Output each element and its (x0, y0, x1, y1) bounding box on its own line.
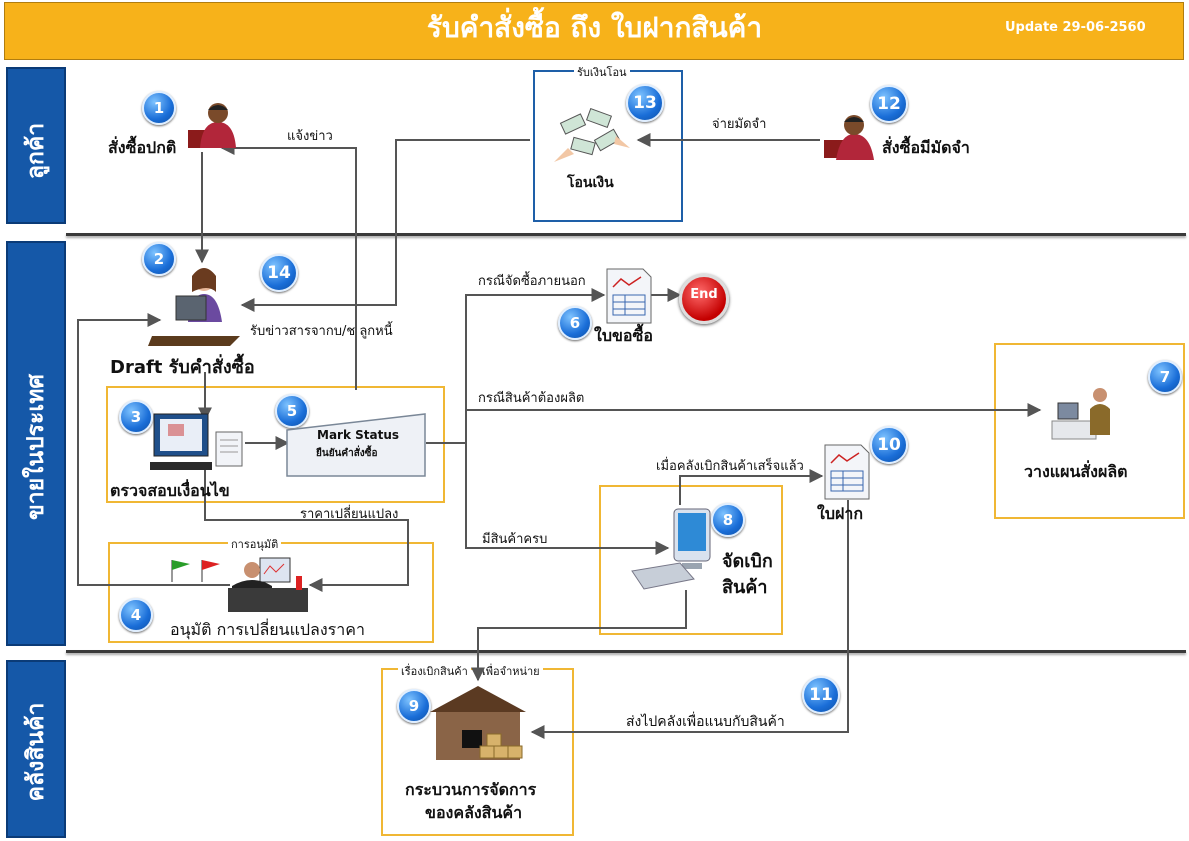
arrow-approval-to-draft (77, 313, 230, 586)
label-must-produce: กรณีสินค้าต้องผลิต (478, 391, 585, 406)
deposit-slip-document-icon (824, 444, 870, 500)
purchase-request-document-icon (606, 268, 652, 324)
step-label-1: สั่งซื้อปกติ (108, 138, 177, 157)
arrow-picking-to-slip (679, 469, 824, 505)
title-bar (4, 2, 1184, 60)
mark-status-box (286, 413, 426, 477)
money-transfer-icon (554, 108, 630, 162)
end-label: End (690, 287, 718, 302)
lane-separator-1 (66, 233, 1186, 236)
computer-icon (631, 508, 711, 590)
step-badge-6: 6 (558, 306, 592, 340)
warehouse-box-tag-left: เรื่องเบิกสินค้า (398, 662, 471, 680)
step-badge-8: 8 (711, 503, 745, 537)
production-box (994, 343, 1185, 519)
step-label-7: วางแผนสั่งผลิต (1024, 462, 1128, 481)
transfer-box-tag: รับเงินโอน (574, 63, 630, 81)
warehouse-box-tag-right: เพื่อจำหน่าย (479, 662, 543, 680)
step-badge-1: 1 (142, 91, 176, 125)
step-badge-11: 11 (802, 676, 840, 714)
step-badge-2: 2 (142, 242, 176, 276)
step-label-3: ตรวจสอบเงื่อนไข (110, 481, 230, 500)
lane-customer: ลูกค้า (6, 67, 66, 224)
warehouse-building-icon (430, 686, 526, 760)
label-pay-deposit: จ่ายมัดจำ (712, 117, 767, 132)
step-label-12: สั่งซื้อมีมัดจำ (882, 138, 970, 157)
call-center-agent-icon (148, 268, 240, 346)
step-badge-4: 4 (119, 598, 153, 632)
step-label-8-line1: จัดเบิก (722, 551, 773, 572)
label-complete-goods: มีสินค้าครบ (482, 532, 548, 547)
step-label-2: Draft รับคำสั่งซื้อ (110, 357, 255, 378)
label-receive-news: รับข่าวสารจากบ/ช ลูกหนี้ (250, 324, 393, 339)
picking-box (599, 485, 783, 635)
end-icon (679, 274, 729, 324)
customer-person-icon (188, 103, 236, 148)
step-badge-14: 14 (260, 254, 298, 292)
label-outside-purchase: กรณีจัดซื้อภายนอก (478, 274, 586, 289)
step-badge-9: 9 (397, 689, 431, 723)
monitor-check-icon (150, 413, 243, 470)
deposit-customer-person-icon (824, 115, 874, 160)
arrow-outside-purchase (465, 288, 606, 443)
check-box (106, 386, 445, 503)
step-label-4: อนุมัติ การเปลี่ยนแปลงราคา (170, 620, 365, 639)
step-label-9-line2: ของคลังสินค้า (425, 803, 523, 822)
label-send-warehouse: ส่งไปคลังเพื่อแนบกับสินค้า (626, 714, 785, 730)
step-badge-7: 7 (1148, 360, 1182, 394)
page-title: รับคำสั่งซื้อ ถึง ใบฝากสินค้า (426, 11, 763, 44)
mark-status-title: Mark Status (317, 428, 400, 442)
update-date: Update 29-06-2560 (1005, 20, 1146, 35)
lane-domestic: ขายในประเทศ (6, 241, 66, 646)
step-badge-5: 5 (275, 394, 309, 428)
production-planner-icon (1051, 388, 1110, 440)
step-badge-10: 10 (870, 426, 908, 464)
label-price-change: ราคาเปลี่ยนแปลง (300, 507, 399, 522)
step-label-6: ใบขอซื้อ (594, 326, 653, 345)
arrow-price-change (204, 470, 409, 592)
step-label-13: โอนเงิน (567, 175, 614, 191)
step-badge-12: 12 (870, 85, 908, 123)
mark-status-sub: ยืนยันคำสั่งซื้อ (316, 448, 378, 459)
step-label-9-line1: กระบวนการจัดการ (405, 780, 537, 799)
arrow-slip-to-warehouse (530, 500, 849, 739)
lane-warehouse: คลังสินค้า (6, 660, 66, 838)
label-notify: แจ้งข่าว (287, 129, 333, 144)
lane-separator-2 (66, 650, 1186, 653)
arrow-complete-goods (465, 443, 670, 555)
step-badge-13: 13 (626, 84, 664, 122)
arrow-notify (220, 141, 357, 390)
step-label-10: ใบฝาก (817, 504, 864, 523)
arrow-transfer-to-draft (240, 139, 530, 312)
step-badge-3: 3 (119, 400, 153, 434)
label-when-done: เมื่อคลังเบิกสินค้าเสร็จแล้ว (656, 459, 804, 474)
approval-manager-icon (171, 557, 308, 612)
arrow-picking-to-warehouse (471, 590, 687, 682)
step-label-8-line2: สินค้า (722, 577, 768, 598)
approval-box-tag: การอนุมัติ (228, 535, 282, 553)
